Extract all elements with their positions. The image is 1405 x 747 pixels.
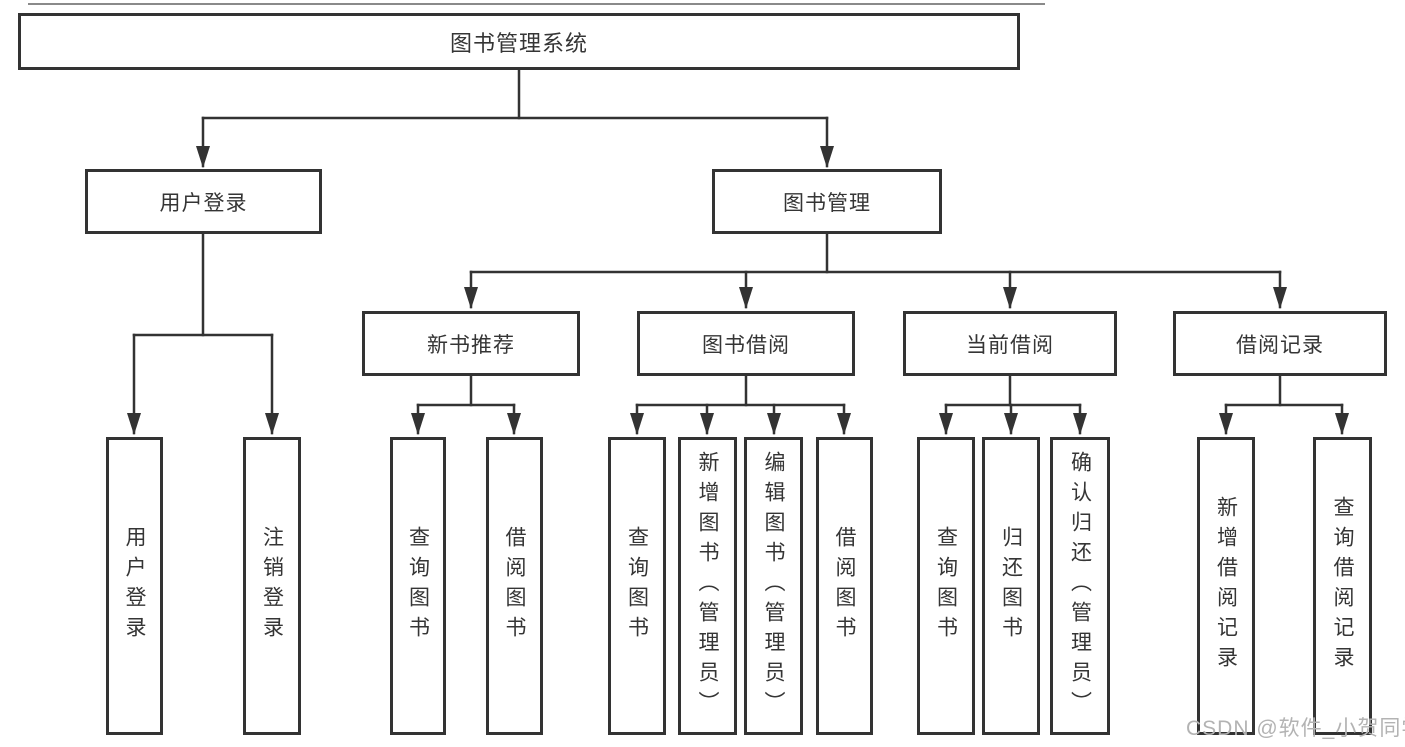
leaf-logout: 注销登录	[243, 437, 301, 735]
node-new-book-recommend: 新书推荐	[362, 311, 580, 376]
leaf-query-borrow-record: 查询借阅记录	[1313, 437, 1372, 735]
node-current-borrow: 当前借阅	[903, 311, 1117, 376]
leaf-return-book: 归还图书	[982, 437, 1040, 735]
leaf-add-book-admin: 新增图书（管理员）	[678, 437, 737, 735]
node-borrow-records: 借阅记录	[1173, 311, 1387, 376]
node-user-login: 用户登录	[85, 169, 322, 234]
top-divider-line	[28, 3, 1045, 5]
leaf-query-books-borrow: 查询图书	[608, 437, 666, 735]
leaf-query-books-recommend: 查询图书	[390, 437, 446, 735]
leaf-confirm-return-admin: 确认归还（管理员）	[1050, 437, 1110, 735]
node-library-management-system: 图书管理系统	[18, 13, 1020, 70]
leaf-edit-book-admin: 编辑图书（管理员）	[744, 437, 803, 735]
leaf-user-login: 用户登录	[106, 437, 163, 735]
leaf-query-books-current: 查询图书	[917, 437, 975, 735]
node-book-management: 图书管理	[712, 169, 942, 234]
leaf-add-borrow-record: 新增借阅记录	[1197, 437, 1255, 735]
node-book-borrow: 图书借阅	[637, 311, 855, 376]
leaf-borrow-books-recommend: 借阅图书	[486, 437, 543, 735]
csdn-watermark: CSDN @软件_小贺同学	[1186, 717, 1405, 740]
leaf-borrow-books: 借阅图书	[816, 437, 873, 735]
